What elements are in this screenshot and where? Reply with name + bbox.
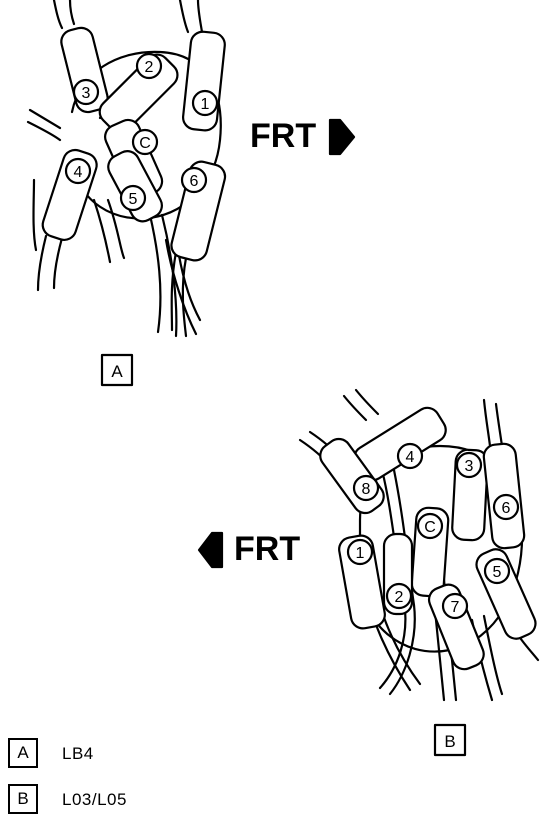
view-b-label-7: 7 [451,599,460,616]
view-a-number-5: 5 [119,184,147,212]
arrow-right-icon [328,118,356,156]
legend-key-a: A [8,738,38,768]
view-a-number-coil: C [131,128,159,156]
view-a-assembly: 1 2 3 4 5 6 C [26,0,227,338]
legend-key-b: B [8,784,38,814]
view-a-tag-box [100,353,134,387]
view-b-label-2: 2 [395,589,404,606]
view-a-label-4: 4 [74,164,83,181]
view-a-distributor-cap [70,50,222,220]
view-b-tag: B [444,732,455,751]
view-b-number-5: 5 [483,557,511,585]
view-a-number-6: 6 [180,166,208,194]
view-a-label-5: 5 [129,191,138,208]
front-label-b: FRT [234,530,300,568]
view-b-number-coil: C [416,512,444,540]
view-a-boot-6 [170,160,227,262]
view-a-number-4: 4 [64,157,92,185]
view-b-number-1: 1 [346,538,374,566]
view-a-number-3: 3 [72,78,100,106]
legend-engine-a: LB4 [62,744,94,763]
view-b-number-3: 3 [455,451,483,479]
view-b-number-6: 6 [492,493,520,521]
view-a-label-3: 3 [82,85,91,102]
view-a-label-coil: C [139,135,151,152]
arrow-left-icon [197,531,224,569]
view-a-boot-1 [182,30,226,132]
view-b-label-5: 5 [493,564,502,581]
view-a-tag: A [111,362,123,381]
view-a-label-1: 1 [201,96,210,113]
view-b-assembly: 1 2 3 4 5 6 7 8 [298,388,540,702]
view-a-label-2: 2 [145,59,154,76]
view-b-number-7: 7 [441,592,469,620]
front-label-a: FRT [250,117,316,155]
view-b-label-1: 1 [356,545,365,562]
view-b-label-3: 3 [465,458,474,475]
view-b-number-2: 2 [385,582,413,610]
view-b-label-4: 4 [406,449,415,466]
legend-engine-b: L03/L05 [62,790,127,809]
view-a-number-2: 2 [135,52,163,80]
view-b-number-8: 8 [352,474,380,502]
view-a-number-1: 1 [191,89,219,117]
view-b-number-4: 4 [396,442,424,470]
view-b-label-8: 8 [362,481,371,498]
view-b-tag-box [433,723,467,757]
view-b-boot-5 [475,548,537,640]
view-b-label-coil: C [424,519,436,536]
view-a-wire-bundle [26,108,202,338]
view-a-label-6: 6 [190,173,199,190]
view-b-label-6: 6 [502,500,511,517]
